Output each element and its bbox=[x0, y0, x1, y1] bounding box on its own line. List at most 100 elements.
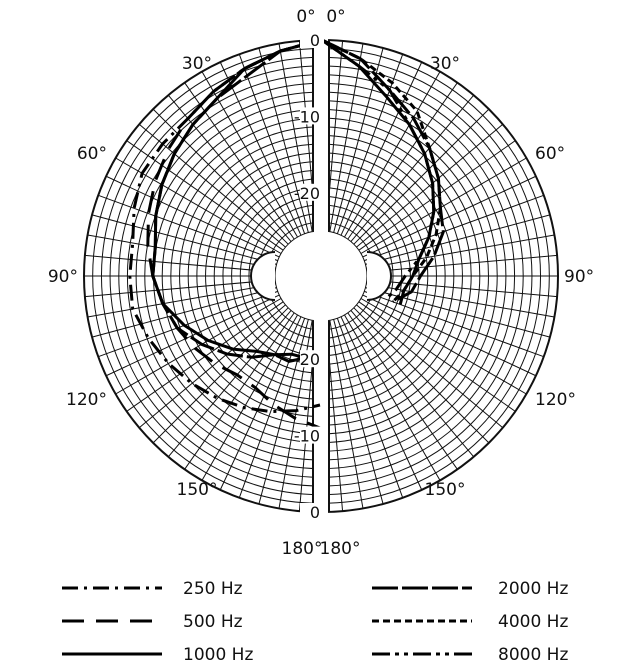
grid-ray bbox=[336, 318, 404, 498]
legend-label: 8000 Hz bbox=[498, 645, 568, 665]
grid-ray bbox=[278, 320, 313, 509]
grid-ray bbox=[184, 82, 295, 240]
grid-ray bbox=[201, 314, 298, 481]
grid-ray bbox=[115, 298, 282, 395]
center-gap bbox=[314, 30, 328, 530]
grid-ray bbox=[238, 54, 306, 234]
grid-ray bbox=[278, 43, 313, 232]
grid-ray bbox=[138, 304, 286, 429]
grid-ray bbox=[347, 312, 458, 470]
legend-item: 2000 Hz bbox=[372, 579, 568, 599]
grid-ray bbox=[340, 316, 423, 491]
angle-label-left: 120° bbox=[66, 390, 107, 410]
grid-ray bbox=[358, 140, 516, 251]
grid-ray bbox=[238, 318, 306, 498]
grid-ray bbox=[347, 82, 458, 240]
angle-label-left: 150° bbox=[177, 480, 218, 500]
grid-ray bbox=[365, 287, 551, 338]
angle-label-right: 120° bbox=[535, 390, 576, 410]
grid-ray bbox=[84, 279, 276, 298]
legend-label: 2000 Hz bbox=[498, 579, 568, 599]
legend-label: 1000 Hz bbox=[183, 645, 253, 665]
legend-item: 1000 Hz bbox=[62, 645, 253, 665]
grid-ray bbox=[344, 314, 441, 481]
legend-item: 250 Hz bbox=[62, 579, 243, 599]
legend: 250 Hz 500 Hz 1000 Hz 2000 Hz 4000 Hz 8000 Hz bbox=[62, 579, 568, 665]
db-tick-label: -10 bbox=[294, 427, 320, 446]
grid-ray bbox=[84, 254, 276, 273]
legend-label: 250 Hz bbox=[183, 579, 243, 599]
db-label-bg bbox=[300, 503, 324, 520]
angle-label-right: 60° bbox=[535, 144, 565, 164]
grid-ray bbox=[87, 234, 276, 269]
grid-ray bbox=[350, 94, 475, 242]
grid-ray bbox=[329, 43, 364, 232]
angle-label-left: 90° bbox=[48, 267, 78, 287]
series-1000-hz-right bbox=[321, 38, 436, 305]
legend-item: 4000 Hz bbox=[372, 612, 568, 632]
db-tick-label: -20 bbox=[294, 184, 320, 203]
series-2000-hz-right bbox=[321, 38, 445, 304]
grid-ray bbox=[87, 283, 276, 318]
grid-ray bbox=[362, 294, 537, 377]
legend-item: 8000 Hz bbox=[372, 645, 568, 665]
series-250-hz-left bbox=[128, 38, 321, 414]
legend-label: 500 Hz bbox=[183, 612, 243, 632]
grid-ray bbox=[91, 287, 277, 338]
grid-ray bbox=[98, 194, 278, 262]
grid-ray bbox=[362, 175, 537, 258]
db-label-bg bbox=[300, 31, 324, 48]
angle-label-right: 30° bbox=[430, 54, 460, 74]
center-notch bbox=[250, 251, 276, 301]
grid-ray bbox=[105, 175, 280, 258]
series-2000-hz-left bbox=[151, 38, 321, 363]
db-tick-label: -10 bbox=[294, 107, 320, 126]
grid-ray bbox=[344, 71, 441, 238]
grid-ray bbox=[353, 307, 490, 444]
grid-ray bbox=[219, 61, 302, 236]
angle-label-left: 60° bbox=[77, 144, 107, 164]
angle-label-right: 0° bbox=[326, 7, 345, 27]
grid-ray bbox=[152, 307, 289, 444]
grid-ray bbox=[356, 304, 504, 429]
db-label-bg bbox=[300, 183, 324, 201]
grid-ray bbox=[353, 108, 490, 245]
grid-ray bbox=[184, 312, 295, 470]
db-label-bg bbox=[300, 426, 324, 444]
legend-item: 500 Hz bbox=[62, 612, 243, 632]
angle-label-left: 30° bbox=[182, 54, 212, 74]
angle-label-right: 90° bbox=[564, 267, 594, 287]
panel-right bbox=[321, 39, 559, 513]
angle-label-right: 180° bbox=[320, 539, 361, 559]
grid-ray bbox=[167, 310, 292, 458]
grid-ray bbox=[364, 194, 544, 262]
axis-labels: 0° 30° 60° 90° 120° 150° 180° 0° 30° 60° 90° 120° 15… bbox=[48, 7, 594, 559]
series-curves bbox=[128, 38, 445, 430]
angle-label-left: 0° bbox=[296, 7, 315, 27]
panel-left bbox=[83, 39, 321, 513]
grid-ray bbox=[152, 108, 289, 245]
angle-label-left: 180° bbox=[282, 539, 323, 559]
db-label-bg bbox=[300, 350, 324, 368]
grid-ray bbox=[350, 310, 475, 458]
grid-ray bbox=[356, 123, 504, 248]
db-label-bg bbox=[300, 107, 324, 125]
grid-ray bbox=[98, 290, 278, 358]
center-notch bbox=[366, 251, 392, 301]
grid-ray bbox=[258, 47, 309, 233]
series-8000-hz-right bbox=[321, 38, 436, 301]
angle-label-right: 150° bbox=[425, 480, 466, 500]
grid-ray bbox=[167, 94, 292, 242]
grid-ray bbox=[340, 61, 423, 236]
grid-ray bbox=[329, 320, 364, 509]
grid-ray bbox=[365, 214, 551, 265]
grid-ray bbox=[366, 254, 558, 273]
db-tick-label: 0 bbox=[310, 503, 320, 522]
db-tick-label: 0 bbox=[310, 31, 320, 50]
grid-ray bbox=[366, 234, 555, 269]
grid-ray bbox=[360, 298, 527, 395]
grid-ray bbox=[366, 279, 558, 298]
db-tick-label: -20 bbox=[294, 350, 320, 369]
legend-label: 4000 Hz bbox=[498, 612, 568, 632]
